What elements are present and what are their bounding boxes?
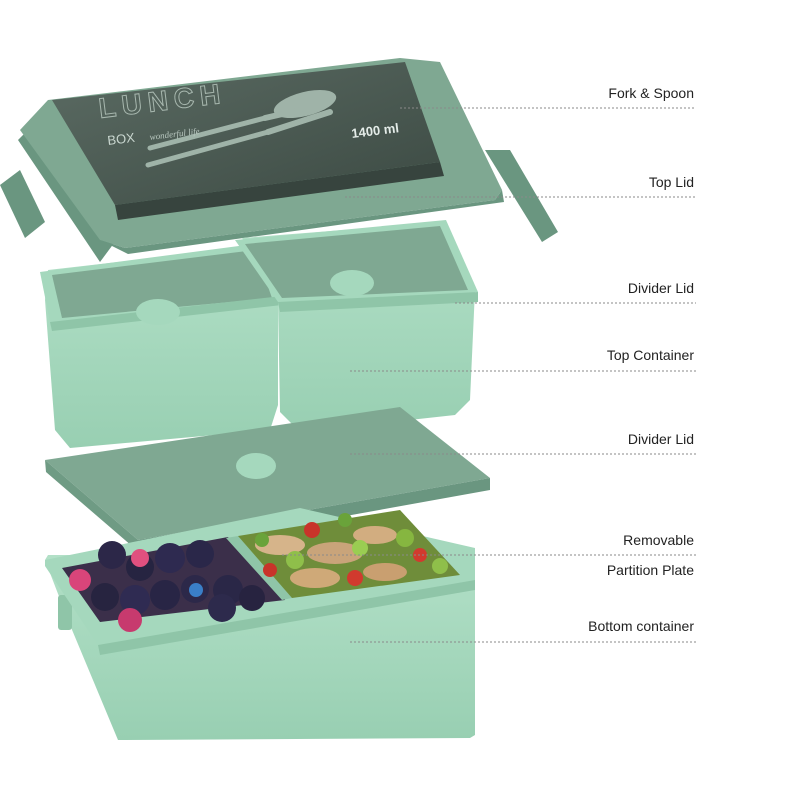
- salad: [255, 513, 448, 588]
- spoon-handle: [145, 129, 271, 168]
- fork-icon: [262, 107, 333, 135]
- label-top-lid: Top Lid: [648, 174, 694, 190]
- top-container-right: [235, 220, 478, 432]
- removable-partition-plate: [226, 536, 292, 600]
- lid-box-text: BOX: [107, 130, 136, 148]
- divider-lid-small-right: [245, 226, 468, 298]
- label-fork-spoon: Fork & Spoon: [608, 85, 694, 101]
- label-divider-lid-top: Divider Lid: [627, 280, 694, 296]
- vent-button-icon: [136, 299, 180, 325]
- lid-capacity-text: 1400 ml: [351, 120, 400, 141]
- label-bottom-container: Bottom container: [588, 618, 694, 634]
- vent-button-icon: [236, 453, 276, 479]
- vent-button-icon: [330, 270, 374, 296]
- top-lid: LUNCH BOX wonderful life 1400 ml: [0, 58, 558, 262]
- label-top-container: Top Container: [606, 347, 694, 363]
- label-removable-line2: Partition Plate: [606, 562, 694, 578]
- leader-lines: [282, 107, 696, 643]
- lid-window: LUNCH BOX wonderful life 1400 ml: [52, 62, 444, 220]
- bottom-container: [45, 508, 475, 740]
- top-container-left: [40, 243, 282, 448]
- label-divider-lid-bottom: Divider Lid: [627, 431, 694, 447]
- fork-handle: [147, 115, 268, 151]
- divider-lid-small-left: [52, 250, 272, 318]
- berries: [69, 540, 265, 632]
- label-removable-line1: Removable: [623, 532, 694, 548]
- clip-latch-icon: [58, 595, 72, 630]
